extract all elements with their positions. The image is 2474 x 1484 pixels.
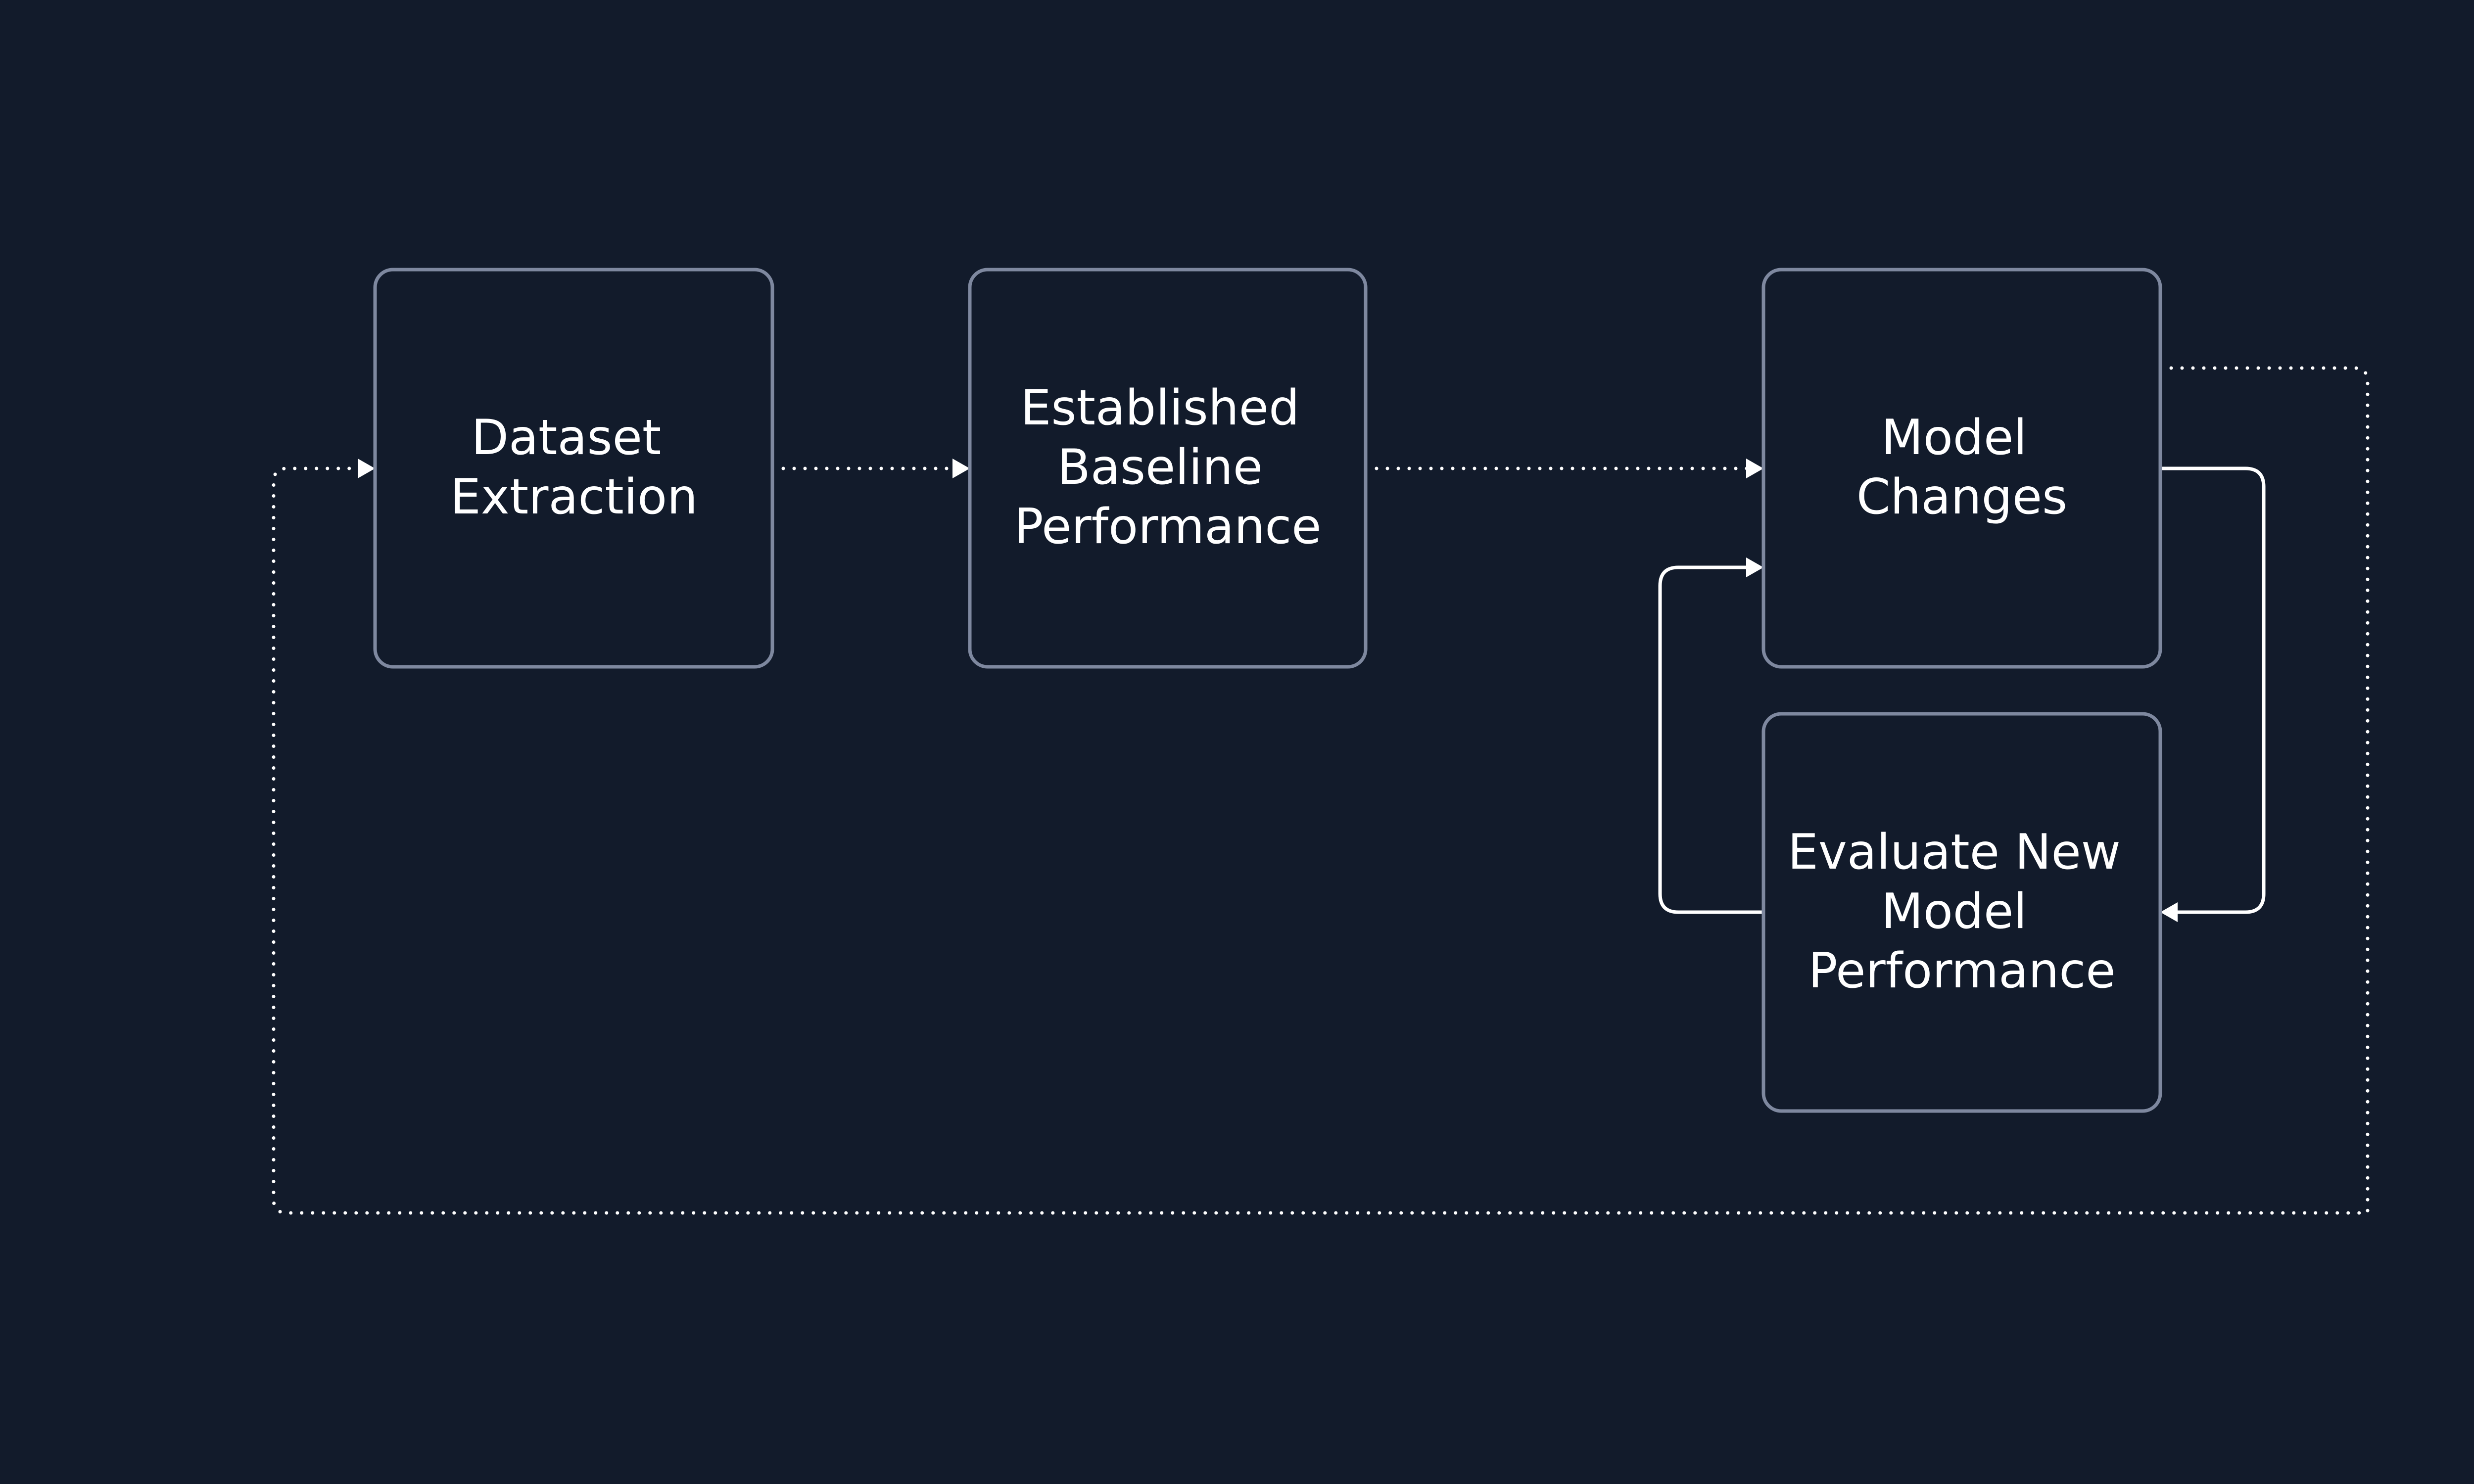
arrowhead-dataset — [358, 459, 375, 478]
arrowhead-evaluate — [2160, 902, 2178, 922]
node-label-line: Performance — [1014, 499, 1321, 555]
node-box — [968, 268, 1368, 669]
node-box — [1761, 712, 2162, 1113]
node-label-line: Model — [1881, 410, 2027, 466]
node-model-changes: Model Changes — [1761, 268, 2162, 669]
node-evaluate-performance: Evaluate New Model Performance — [1761, 712, 2162, 1113]
node-label-line: Performance — [1808, 943, 2115, 999]
node-label-line: Changes — [1856, 469, 2067, 525]
arrowhead-baseline — [952, 459, 970, 478]
node-label-line: Extraction — [450, 469, 698, 525]
node-label-line: Dataset — [472, 410, 662, 466]
node-label: Evaluate New Model Performance — [1788, 824, 2136, 999]
arrowhead-model-changes-return — [1746, 557, 1763, 577]
node-label-line: Evaluate New — [1788, 824, 2121, 881]
node-box — [1761, 268, 2162, 669]
arrowhead-model-changes — [1746, 459, 1763, 478]
node-dataset-extraction: Dataset Extraction — [373, 268, 774, 669]
node-label-line: Established — [1021, 380, 1300, 436]
node-label: Dataset Extraction — [450, 410, 698, 525]
node-baseline-performance: Established Baseline Performance — [968, 268, 1368, 669]
edge-model-changes-to-evaluate — [2160, 466, 2266, 914]
node-box — [373, 268, 774, 669]
edge-evaluate-to-model-changes — [1658, 565, 1763, 914]
node-label: Established Baseline Performance — [1014, 380, 1321, 555]
node-label: Model Changes — [1856, 410, 2067, 525]
node-label-line: Baseline — [1057, 439, 1263, 496]
node-label-line: Model — [1881, 883, 2027, 940]
